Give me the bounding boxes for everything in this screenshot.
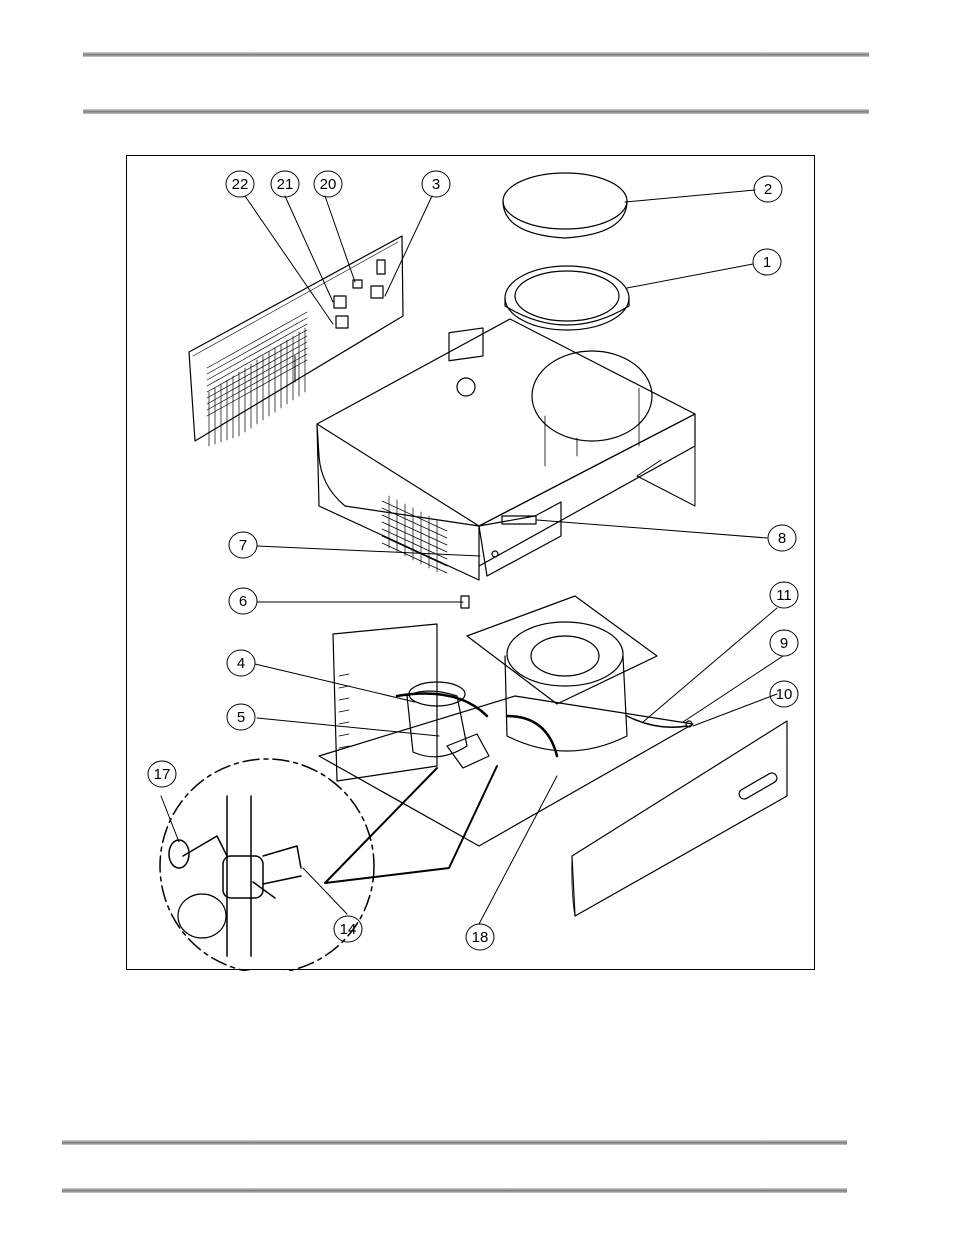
callout-3: 3 xyxy=(422,171,450,197)
condenser-frame xyxy=(333,624,437,781)
header-rule-top xyxy=(83,52,869,57)
callout-leaders xyxy=(161,190,783,924)
callout-18: 18 xyxy=(466,924,494,950)
callout-label: 20 xyxy=(320,176,337,193)
callout-label: 10 xyxy=(776,686,793,703)
detail-view xyxy=(160,759,497,971)
rear-panel-louvers xyxy=(207,312,307,446)
callout-label: 18 xyxy=(472,929,489,946)
callout-21: 21 xyxy=(271,171,299,197)
callout-2: 2 xyxy=(754,176,782,202)
callout-label: 11 xyxy=(776,587,792,604)
base-assembly xyxy=(319,596,693,846)
rear-panel-relay xyxy=(371,286,383,298)
control-panel xyxy=(479,502,561,576)
callouts: 22 21 20 3 2 1 7 8 6 11 9 4 10 5 17 14 1… xyxy=(148,171,798,950)
diagram-canvas: 22 21 20 3 2 1 7 8 6 11 9 4 10 5 17 14 1… xyxy=(127,156,816,971)
callout-label: 22 xyxy=(232,176,249,193)
header-rule-bottom xyxy=(83,109,869,114)
cabinet-top-fitting xyxy=(449,328,483,361)
footer-rule-top xyxy=(62,1140,847,1145)
rear-panel-terminal xyxy=(377,260,385,274)
cabinet-louvers xyxy=(382,496,447,573)
callout-1: 1 xyxy=(753,249,781,275)
callout-6: 6 xyxy=(229,588,257,614)
callout-label: 1 xyxy=(763,254,771,271)
rear-panel-switch-a xyxy=(334,296,346,308)
callout-label: 5 xyxy=(237,709,245,726)
callout-22: 22 xyxy=(226,171,254,197)
gasket-ring xyxy=(505,266,629,330)
callout-label: 4 xyxy=(237,655,245,672)
footer-rule-bottom xyxy=(62,1188,847,1193)
callout-label: 8 xyxy=(778,530,786,547)
callout-label: 3 xyxy=(432,176,440,193)
cabinet-top-fitting-hole xyxy=(457,378,475,396)
exploded-parts-diagram: 22 21 20 3 2 1 7 8 6 11 9 4 10 5 17 14 1… xyxy=(126,155,815,970)
evaporator-plate xyxy=(467,596,657,704)
main-cabinet xyxy=(317,319,695,608)
top-lid xyxy=(503,173,627,238)
callout-label: 17 xyxy=(154,766,171,783)
callout-label: 7 xyxy=(239,537,247,554)
callout-10: 10 xyxy=(770,681,798,707)
side-panel-handle xyxy=(737,771,778,801)
callout-20: 20 xyxy=(314,171,342,197)
callout-7: 7 xyxy=(229,532,257,558)
callout-label: 21 xyxy=(277,176,294,193)
callout-label: 9 xyxy=(780,635,788,652)
callout-11: 11 xyxy=(770,582,798,608)
callout-4: 4 xyxy=(227,650,255,676)
refrigerant-line xyxy=(397,694,487,717)
rear-panel xyxy=(189,236,403,446)
detail-leader xyxy=(325,768,437,883)
callout-14: 14 xyxy=(334,916,362,942)
callout-8: 8 xyxy=(768,525,796,551)
side-panel xyxy=(572,721,787,916)
callout-label: 2 xyxy=(764,181,772,198)
callout-17: 17 xyxy=(148,761,176,787)
callout-label: 14 xyxy=(340,921,357,938)
power-led xyxy=(492,551,498,557)
valve-body xyxy=(223,856,263,898)
callout-label: 6 xyxy=(239,593,247,610)
start-relay xyxy=(447,734,489,768)
rear-panel-switch-b xyxy=(336,316,348,328)
callout-5: 5 xyxy=(227,704,255,730)
callout-9: 9 xyxy=(770,630,798,656)
